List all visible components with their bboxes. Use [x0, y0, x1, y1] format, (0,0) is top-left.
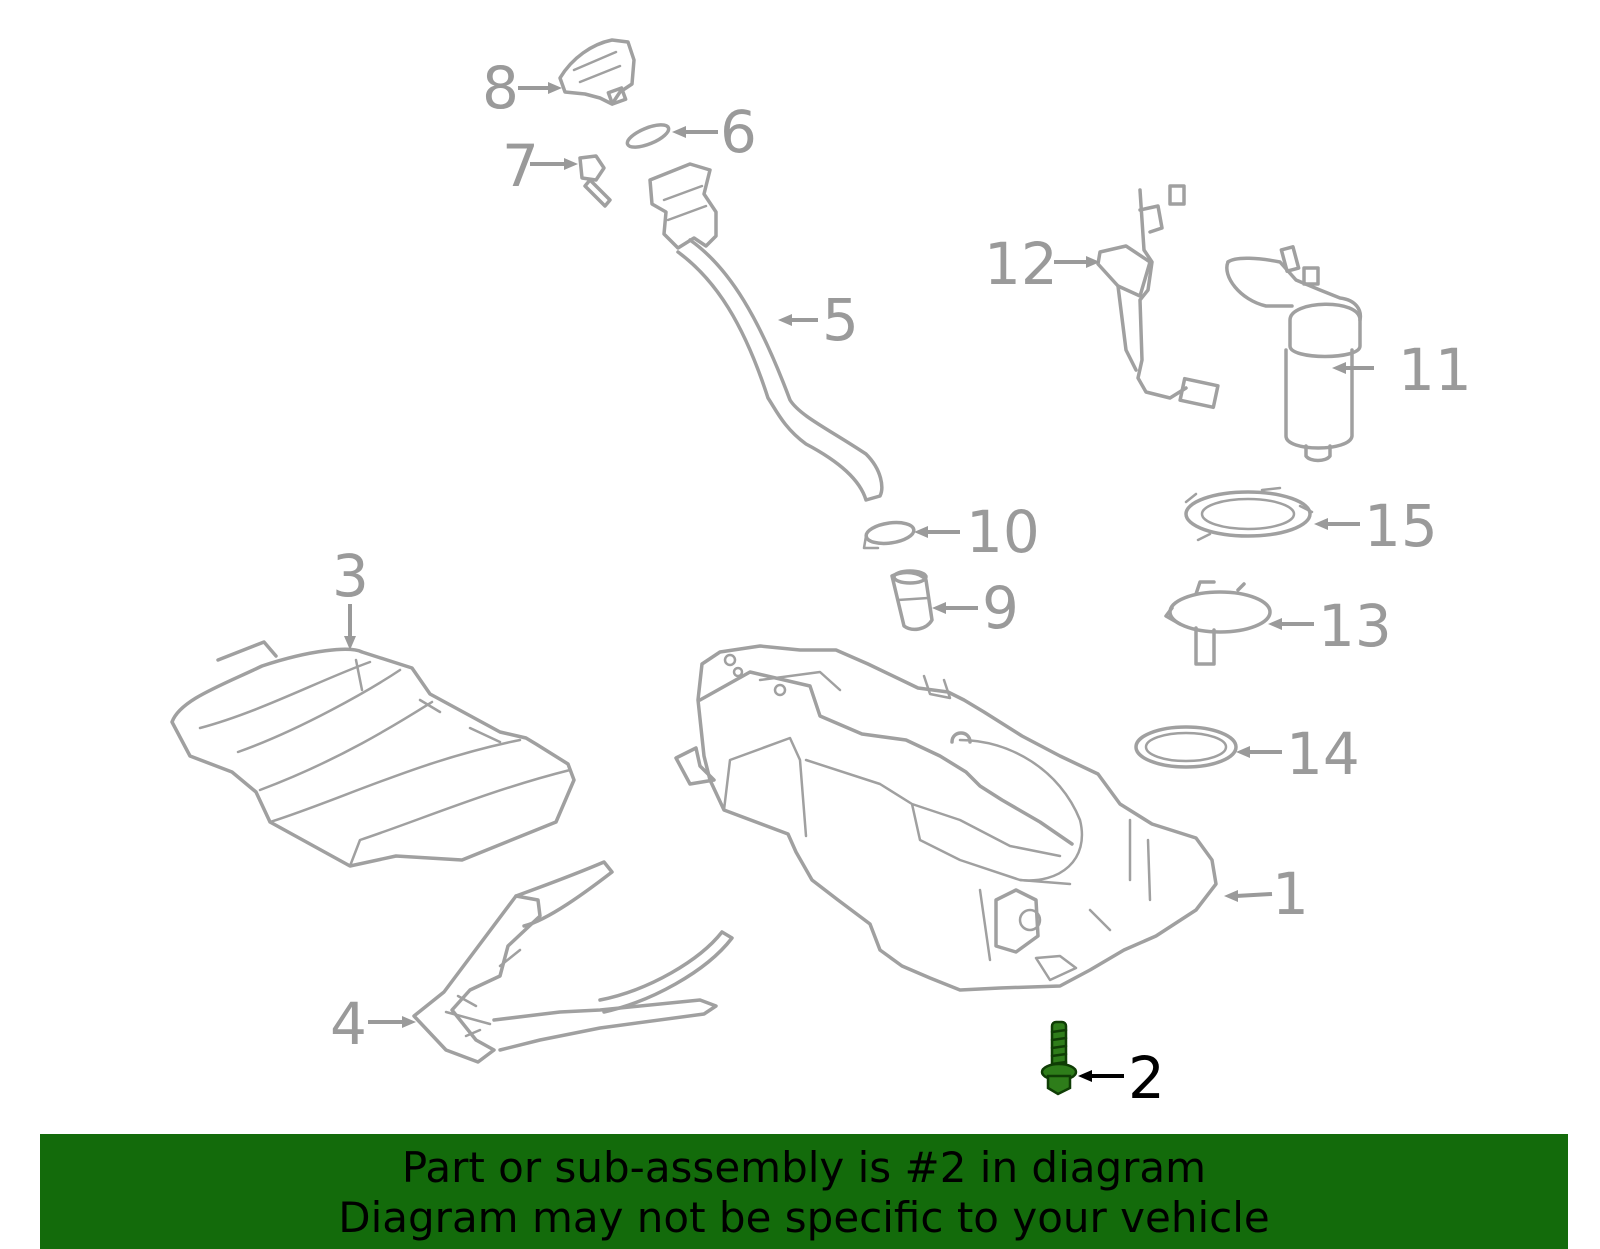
callout-1: 1	[1272, 860, 1309, 928]
part-5-filler-neck[interactable]	[648, 162, 884, 502]
callout-5: 5	[822, 286, 859, 354]
banner-line-2: Diagram may not be specific to your vehi…	[338, 1193, 1270, 1242]
part-1-fuel-tank[interactable]	[674, 644, 1218, 992]
callout-12: 12	[984, 230, 1058, 298]
callout-4: 4	[330, 990, 367, 1058]
callout-15: 15	[1364, 492, 1438, 560]
callout-10: 10	[966, 498, 1040, 566]
part-13-retainer[interactable]	[1164, 580, 1272, 666]
callout-14: 14	[1286, 720, 1360, 788]
callout-2: 2	[1128, 1044, 1165, 1112]
part-8-filler-cap[interactable]	[558, 38, 636, 106]
part-4-tank-straps[interactable]	[412, 860, 734, 1064]
callout-3: 3	[332, 542, 369, 610]
callout-7: 7	[502, 132, 539, 200]
callout-labels: 8 6 7 5 10 9 11 12 15 13 14 1 3 4 2	[330, 54, 1472, 1112]
callout-9: 9	[982, 574, 1019, 642]
banner-line-1: Part or sub-assembly is #2 in diagram	[401, 1143, 1207, 1192]
callout-arrows	[344, 82, 1374, 1082]
part-6-o-ring[interactable]	[625, 120, 672, 151]
callout-6: 6	[720, 98, 757, 166]
callout-13: 13	[1318, 592, 1392, 660]
part-7-bolt[interactable]	[578, 154, 612, 208]
part-2-bolt-highlighted[interactable]	[1040, 1020, 1078, 1096]
info-banner: Part or sub-assembly is #2 in diagram Di…	[40, 1134, 1568, 1249]
part-10-clamp[interactable]	[862, 520, 916, 550]
part-3-heat-shield[interactable]	[170, 640, 576, 868]
part-15-lock-ring[interactable]	[1184, 486, 1314, 542]
part-11-fuel-pump[interactable]	[1225, 245, 1363, 463]
part-9-connector[interactable]	[890, 569, 934, 632]
callout-8: 8	[482, 54, 519, 122]
callout-11: 11	[1398, 336, 1472, 404]
part-12-fuel-level-sender[interactable]	[1096, 184, 1220, 410]
part-14-gasket[interactable]	[1134, 725, 1238, 769]
